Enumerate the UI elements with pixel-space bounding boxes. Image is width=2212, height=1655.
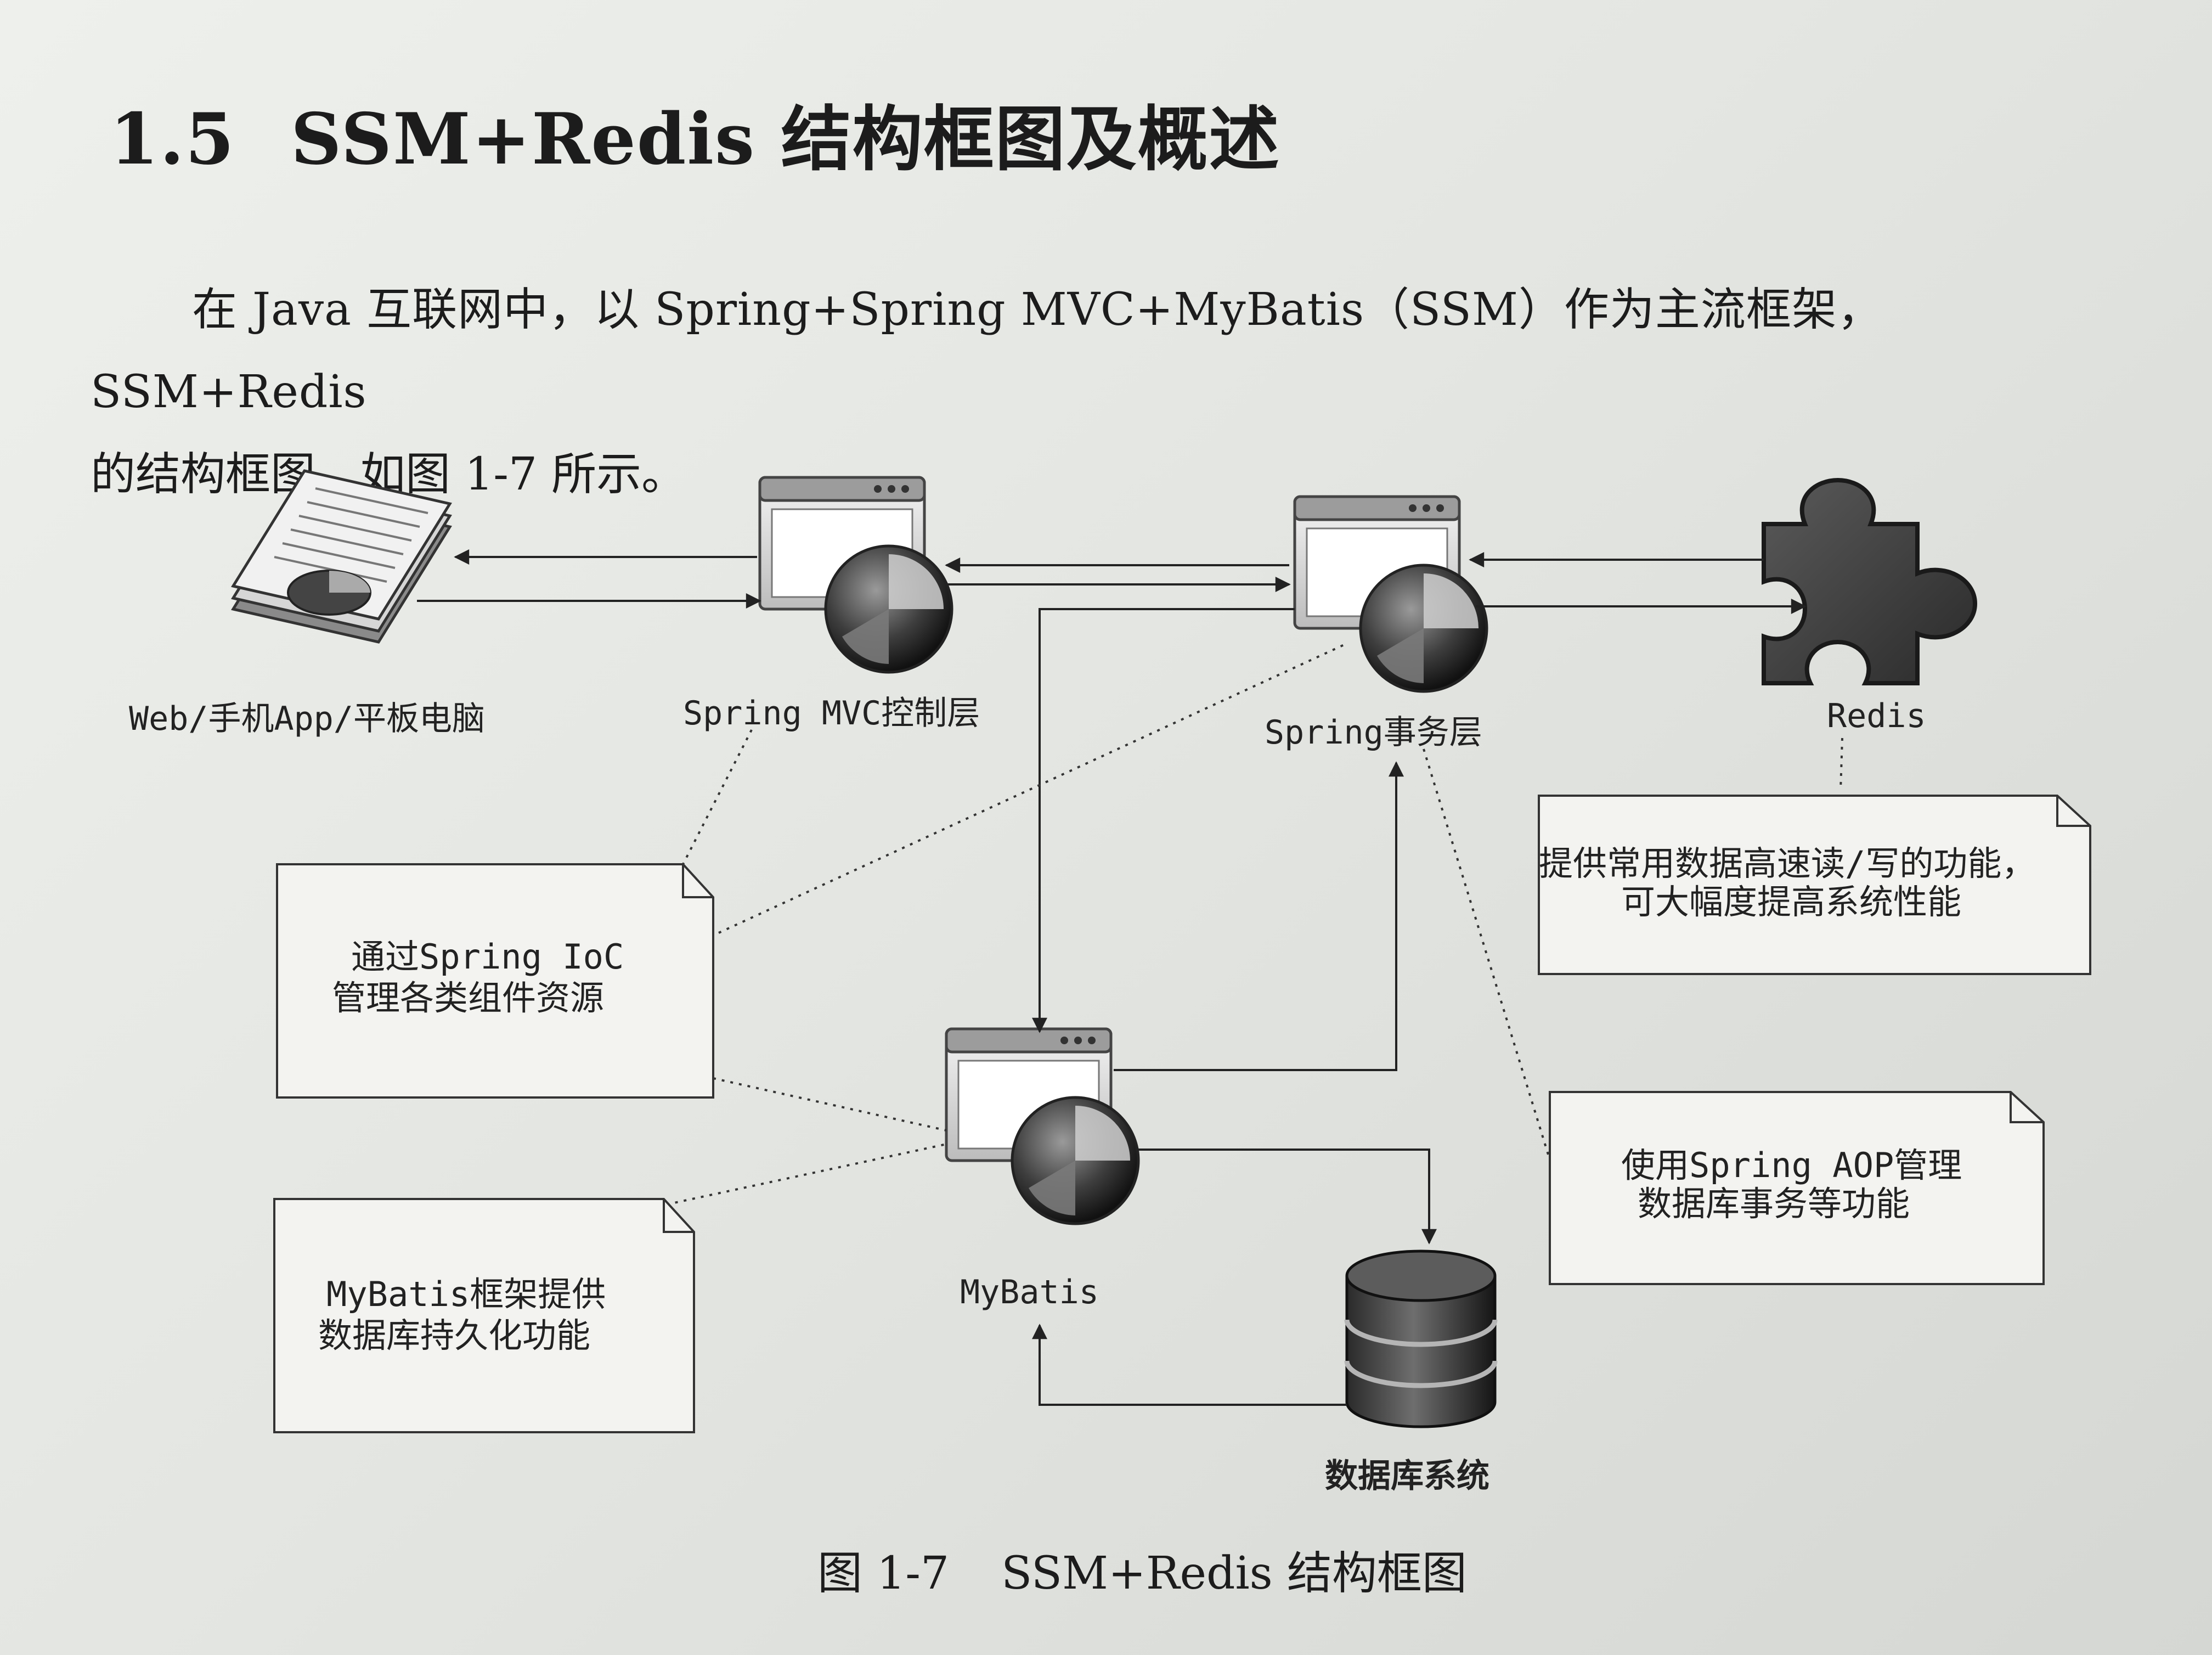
paragraph-line-1: 在 Java 互联网中，以 Spring+Spring MVC+MyBatis（… [91, 284, 1883, 418]
figure-title: SSM+Redis 结构框图 [1001, 1547, 1467, 1600]
aop-note-line-1: 使用Spring AOP管理 [1621, 1145, 1962, 1185]
client-label: Web/手机App/平板电脑 [129, 700, 485, 738]
ioc-note-box [276, 863, 714, 1099]
section-number: 1.5 [110, 98, 235, 181]
aop-note-box [1549, 1091, 2045, 1285]
spring-mvc-label: Spring MVC控制层 [683, 694, 980, 733]
mybatis-label: MyBatis [960, 1273, 1099, 1311]
redis-puzzle-icon [1762, 477, 1978, 685]
aop-note-line-2: 数据库事务等功能 [1638, 1184, 1910, 1224]
spring-service-label: Spring事务层 [1265, 713, 1482, 752]
mybatis-note-line-2: 数据库持久化功能 [318, 1315, 590, 1355]
database-icon [1344, 1249, 1498, 1428]
database-label: 数据库系统 [1325, 1457, 1489, 1495]
mybatis-note-box [273, 1198, 695, 1433]
redis-label: Redis [1827, 697, 1926, 735]
redis-note-line-2: 可大幅度提高系统性能 [1621, 882, 1961, 922]
figure-caption: 图 1-7 SSM+Redis 结构框图 [817, 1536, 1467, 1602]
ioc-note-line-2: 管理各类组件资源 [332, 978, 604, 1018]
figure-number: 图 1-7 [817, 1547, 950, 1600]
mybatis-note-line-1: MyBatis框架提供 [326, 1274, 606, 1314]
section-title: SSM+Redis 结构框图及概述 [291, 98, 1280, 181]
redis-note-line-1: 提供常用数据高速读/写的功能， [1539, 843, 2035, 883]
mybatis-window-icon [946, 1029, 1138, 1224]
section-heading: 1.5 SSM+Redis 结构框图及概述 [110, 82, 1280, 184]
client-devices-icon [231, 469, 452, 644]
ioc-note-line-1: 通过Spring IoC [351, 937, 624, 977]
spring-mvc-window-icon [760, 477, 952, 672]
spring-service-window-icon [1295, 497, 1487, 691]
redis-note-box [1538, 795, 2091, 975]
